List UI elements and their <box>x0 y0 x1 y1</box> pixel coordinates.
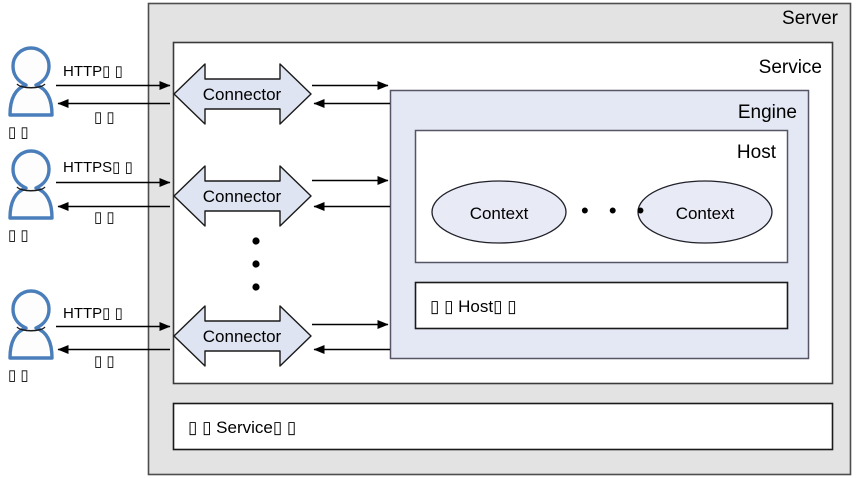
connector-label-3: Connector <box>203 327 282 346</box>
connector-shape-1[interactable] <box>173 63 312 125</box>
service-label: Service <box>759 57 822 78</box>
client-caption-3: ▯ ▯ <box>8 367 29 384</box>
connector-label-1: Connector <box>203 85 282 104</box>
user-icon <box>8 149 54 220</box>
client-request-label-3: HTTP▯ ▯ <box>63 305 123 322</box>
user-icon <box>8 46 54 117</box>
client-response-label-2: ▯ ▯ <box>94 209 115 226</box>
other-service-components-label: ▯ ▯ Service▯ ▯ <box>188 418 296 437</box>
engine-label: Engine <box>738 102 797 123</box>
context-ellipsis: • • • <box>581 198 651 223</box>
connector-vertical-ellipsis <box>252 237 260 291</box>
connector-shape-3[interactable] <box>173 305 312 367</box>
client-response-label-1: ▯ ▯ <box>94 109 115 126</box>
other-host-components-box <box>414 281 789 330</box>
server-label: Server <box>782 8 839 29</box>
context-label-1: Context <box>470 204 529 223</box>
client-caption-2: ▯ ▯ <box>8 227 29 244</box>
client-request-label-2: HTTPS▯ ▯ <box>63 159 133 176</box>
client-request-label-1: HTTP▯ ▯ <box>63 63 123 80</box>
other-host-components-label: ▯ ▯ Host▯ ▯ <box>430 297 517 316</box>
connector-label-2: Connector <box>203 187 282 206</box>
connector-shape-2[interactable] <box>173 165 312 227</box>
user-icon <box>8 289 54 360</box>
client-response-label-3: ▯ ▯ <box>94 353 115 370</box>
host-label: Host <box>737 142 777 163</box>
client-caption-1: ▯ ▯ <box>8 124 29 141</box>
context-ellipse-2 <box>637 180 773 244</box>
other-service-components-box <box>172 402 834 451</box>
context-label-2: Context <box>676 204 735 223</box>
context-ellipse-1 <box>431 180 567 244</box>
